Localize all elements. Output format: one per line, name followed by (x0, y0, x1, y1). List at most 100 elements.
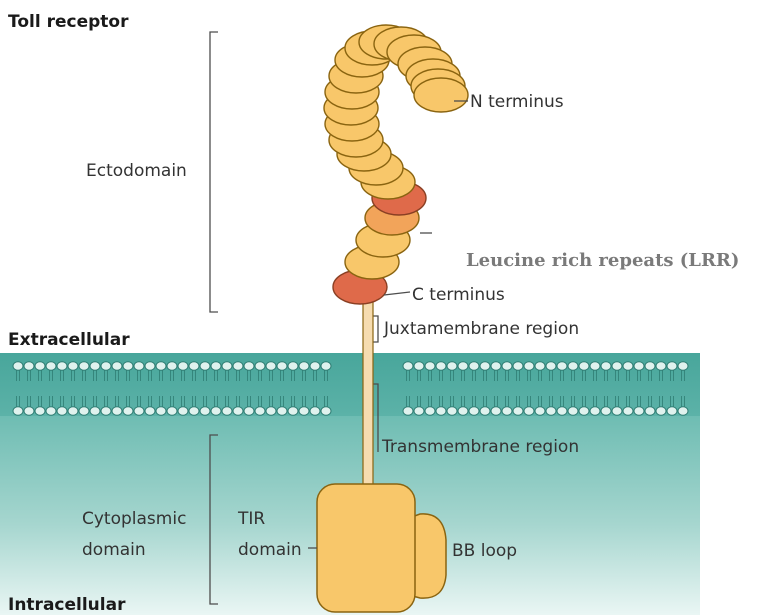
lipid-head (414, 407, 424, 415)
lipid-head (288, 407, 298, 415)
lipid-head (310, 362, 320, 370)
lipid-head (590, 362, 600, 370)
lipid-head (447, 362, 457, 370)
lipid-head (255, 407, 265, 415)
lipid-head (233, 407, 243, 415)
lipid-head (266, 407, 276, 415)
lipid-head (480, 362, 490, 370)
lipid-head (310, 407, 320, 415)
tir-label-line1: TIR (237, 509, 265, 529)
n-terminus-label: N terminus (470, 92, 564, 112)
lipid-head (513, 362, 523, 370)
transmembrane-label: Transmembrane region (381, 437, 579, 457)
lipid-head (13, 407, 23, 415)
lipid-head (403, 362, 413, 370)
cytoplasmic-label-line1: Cytoplasmic (82, 509, 186, 529)
lipid-head (524, 407, 534, 415)
lipid-head (436, 407, 446, 415)
lipid-head (656, 407, 666, 415)
lipid-head (535, 407, 545, 415)
lipid-head (436, 362, 446, 370)
lipid-head (403, 407, 413, 415)
lipid-head (255, 362, 265, 370)
lipid-head (90, 407, 100, 415)
lipid-head (480, 407, 490, 415)
diagram-title: Toll receptor (8, 12, 129, 32)
lipid-head (200, 362, 210, 370)
lipid-head (189, 407, 199, 415)
lipid-head (189, 362, 199, 370)
lipid-head (156, 407, 166, 415)
lipid-head (35, 407, 45, 415)
lipid-head (112, 407, 122, 415)
lipid-head (579, 362, 589, 370)
lipid-head (167, 407, 177, 415)
c-terminus-leader (384, 292, 410, 295)
lipid-head (299, 407, 309, 415)
lipid-head (469, 362, 479, 370)
lipid-head (134, 362, 144, 370)
lipid-head (79, 362, 89, 370)
lipid-head (491, 407, 501, 415)
lipid-head (277, 407, 287, 415)
lipid-head (68, 362, 78, 370)
lipid-head (24, 362, 34, 370)
bb-loop-label: BB loop (452, 541, 517, 561)
lipid-head (57, 407, 67, 415)
intracellular-label: Intracellular (8, 595, 126, 615)
lipid-head (447, 407, 457, 415)
lipid-head (123, 407, 133, 415)
lipid-head (491, 362, 501, 370)
lipid-head (178, 407, 188, 415)
lipid-head (601, 407, 611, 415)
lipid-head (645, 407, 655, 415)
lipid-head (634, 362, 644, 370)
lipid-head (145, 362, 155, 370)
lipid-head (678, 407, 688, 415)
lipid-head (266, 362, 276, 370)
lrr-label: Leucine rich repeats (LRR) (466, 250, 739, 271)
lrr-repeat (414, 78, 468, 112)
tir-label-line2: domain (238, 540, 302, 560)
lipid-head (634, 407, 644, 415)
lipid-head (57, 362, 67, 370)
lipid-head (425, 407, 435, 415)
lipid-head (90, 362, 100, 370)
cell-membrane (0, 353, 700, 416)
lipid-head (612, 407, 622, 415)
transmembrane-helix (363, 298, 373, 494)
lipid-head (167, 362, 177, 370)
lipid-head (134, 407, 144, 415)
lipid-head (568, 362, 578, 370)
juxtamembrane-label: Juxtamembrane region (383, 319, 579, 339)
lipid-head (244, 407, 254, 415)
lipid-head (458, 407, 468, 415)
lipid-head (211, 362, 221, 370)
lipid-head (35, 362, 45, 370)
lipid-head (546, 407, 556, 415)
lipid-head (222, 407, 232, 415)
lipid-head (425, 362, 435, 370)
cytoplasmic-label-line2: domain (82, 540, 146, 560)
lipid-head (513, 407, 523, 415)
lipid-head (24, 407, 34, 415)
lipid-head (112, 362, 122, 370)
lipid-head (68, 407, 78, 415)
lipid-head (13, 362, 23, 370)
lipid-head (277, 362, 287, 370)
ectodomain-label: Ectodomain (86, 161, 187, 181)
lipid-head (101, 407, 111, 415)
lipid-head (46, 362, 56, 370)
lipid-head (211, 407, 221, 415)
lipid-head (414, 362, 424, 370)
leucine-rich-repeats (324, 25, 468, 304)
lipid-head (656, 362, 666, 370)
lipid-head (156, 362, 166, 370)
lipid-head (667, 407, 677, 415)
lipid-head (145, 407, 155, 415)
lipid-head (590, 407, 600, 415)
lipid-head (524, 362, 534, 370)
ectodomain-bracket (210, 32, 218, 312)
lipid-head (321, 407, 331, 415)
